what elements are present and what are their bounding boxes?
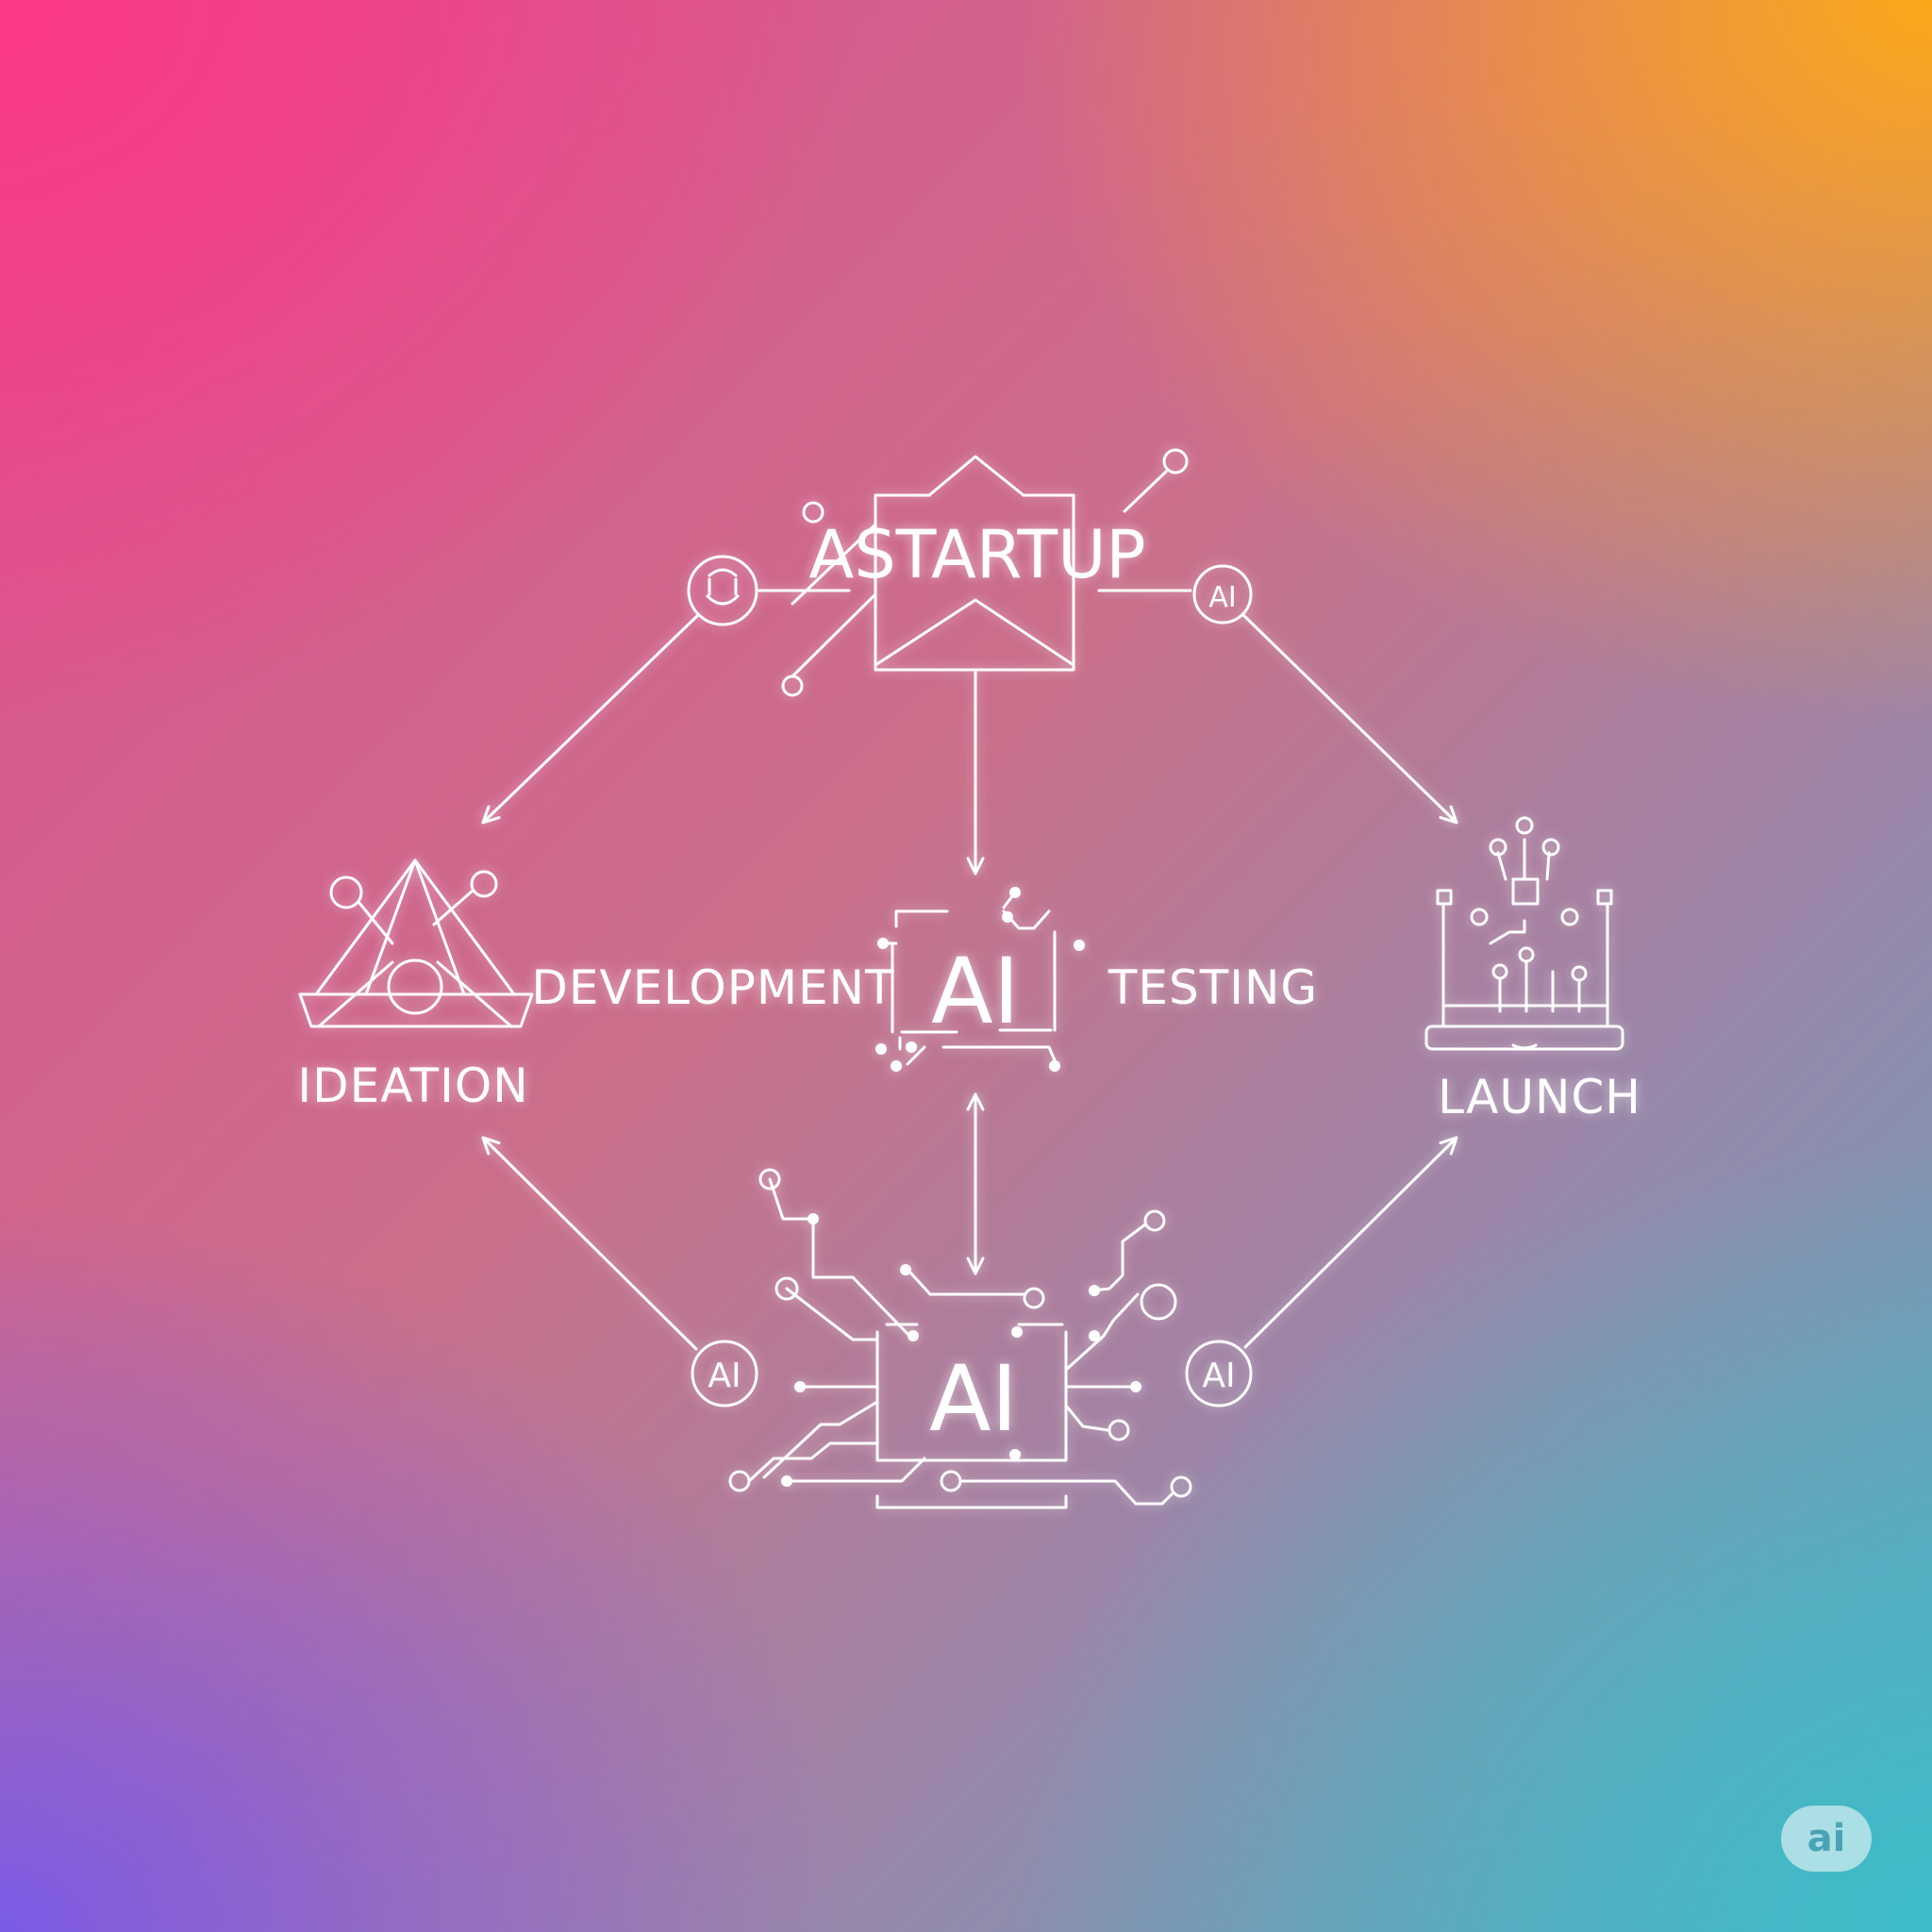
ai-core-chip-icon bbox=[875, 887, 1085, 1072]
stage-label-testing: TESTING bbox=[1108, 960, 1318, 1015]
launch-laptop-circuit-icon bbox=[1424, 816, 1624, 1051]
arrow-hub-to-launch bbox=[1243, 1136, 1458, 1349]
arrow-startup-to-ideation bbox=[481, 613, 700, 824]
ai-core-label: AI bbox=[931, 939, 1020, 1044]
svg-text:AI: AI bbox=[708, 1357, 741, 1395]
arrow-hub-to-ideation bbox=[481, 1136, 698, 1351]
startup-title: ASTARTUP bbox=[808, 516, 1145, 593]
svg-text:AI: AI bbox=[1208, 581, 1236, 614]
ai-badge-bottom-right: AI bbox=[1185, 1340, 1253, 1407]
stage-label-development: DEVELOPMENT bbox=[531, 960, 894, 1015]
svg-text:AI: AI bbox=[1202, 1357, 1235, 1395]
arrow-startup-to-launch bbox=[1241, 613, 1458, 824]
ai-badge-top-right: AI bbox=[1192, 564, 1253, 625]
ai-watermark-badge: ai bbox=[1781, 1806, 1872, 1872]
robot-badge-icon bbox=[687, 555, 758, 626]
ai-hub-circuit-icon bbox=[728, 1168, 1192, 1509]
startup-envelope-icon bbox=[758, 448, 1192, 697]
ai-hub-label: AI bbox=[929, 1346, 1018, 1452]
ideation-triangle-icon bbox=[298, 858, 534, 1028]
ai-badge-bottom-left: AI bbox=[691, 1340, 758, 1407]
stage-label-launch: LAUNCH bbox=[1438, 1070, 1641, 1124]
stage-label-ideation: IDEATION bbox=[297, 1058, 528, 1113]
